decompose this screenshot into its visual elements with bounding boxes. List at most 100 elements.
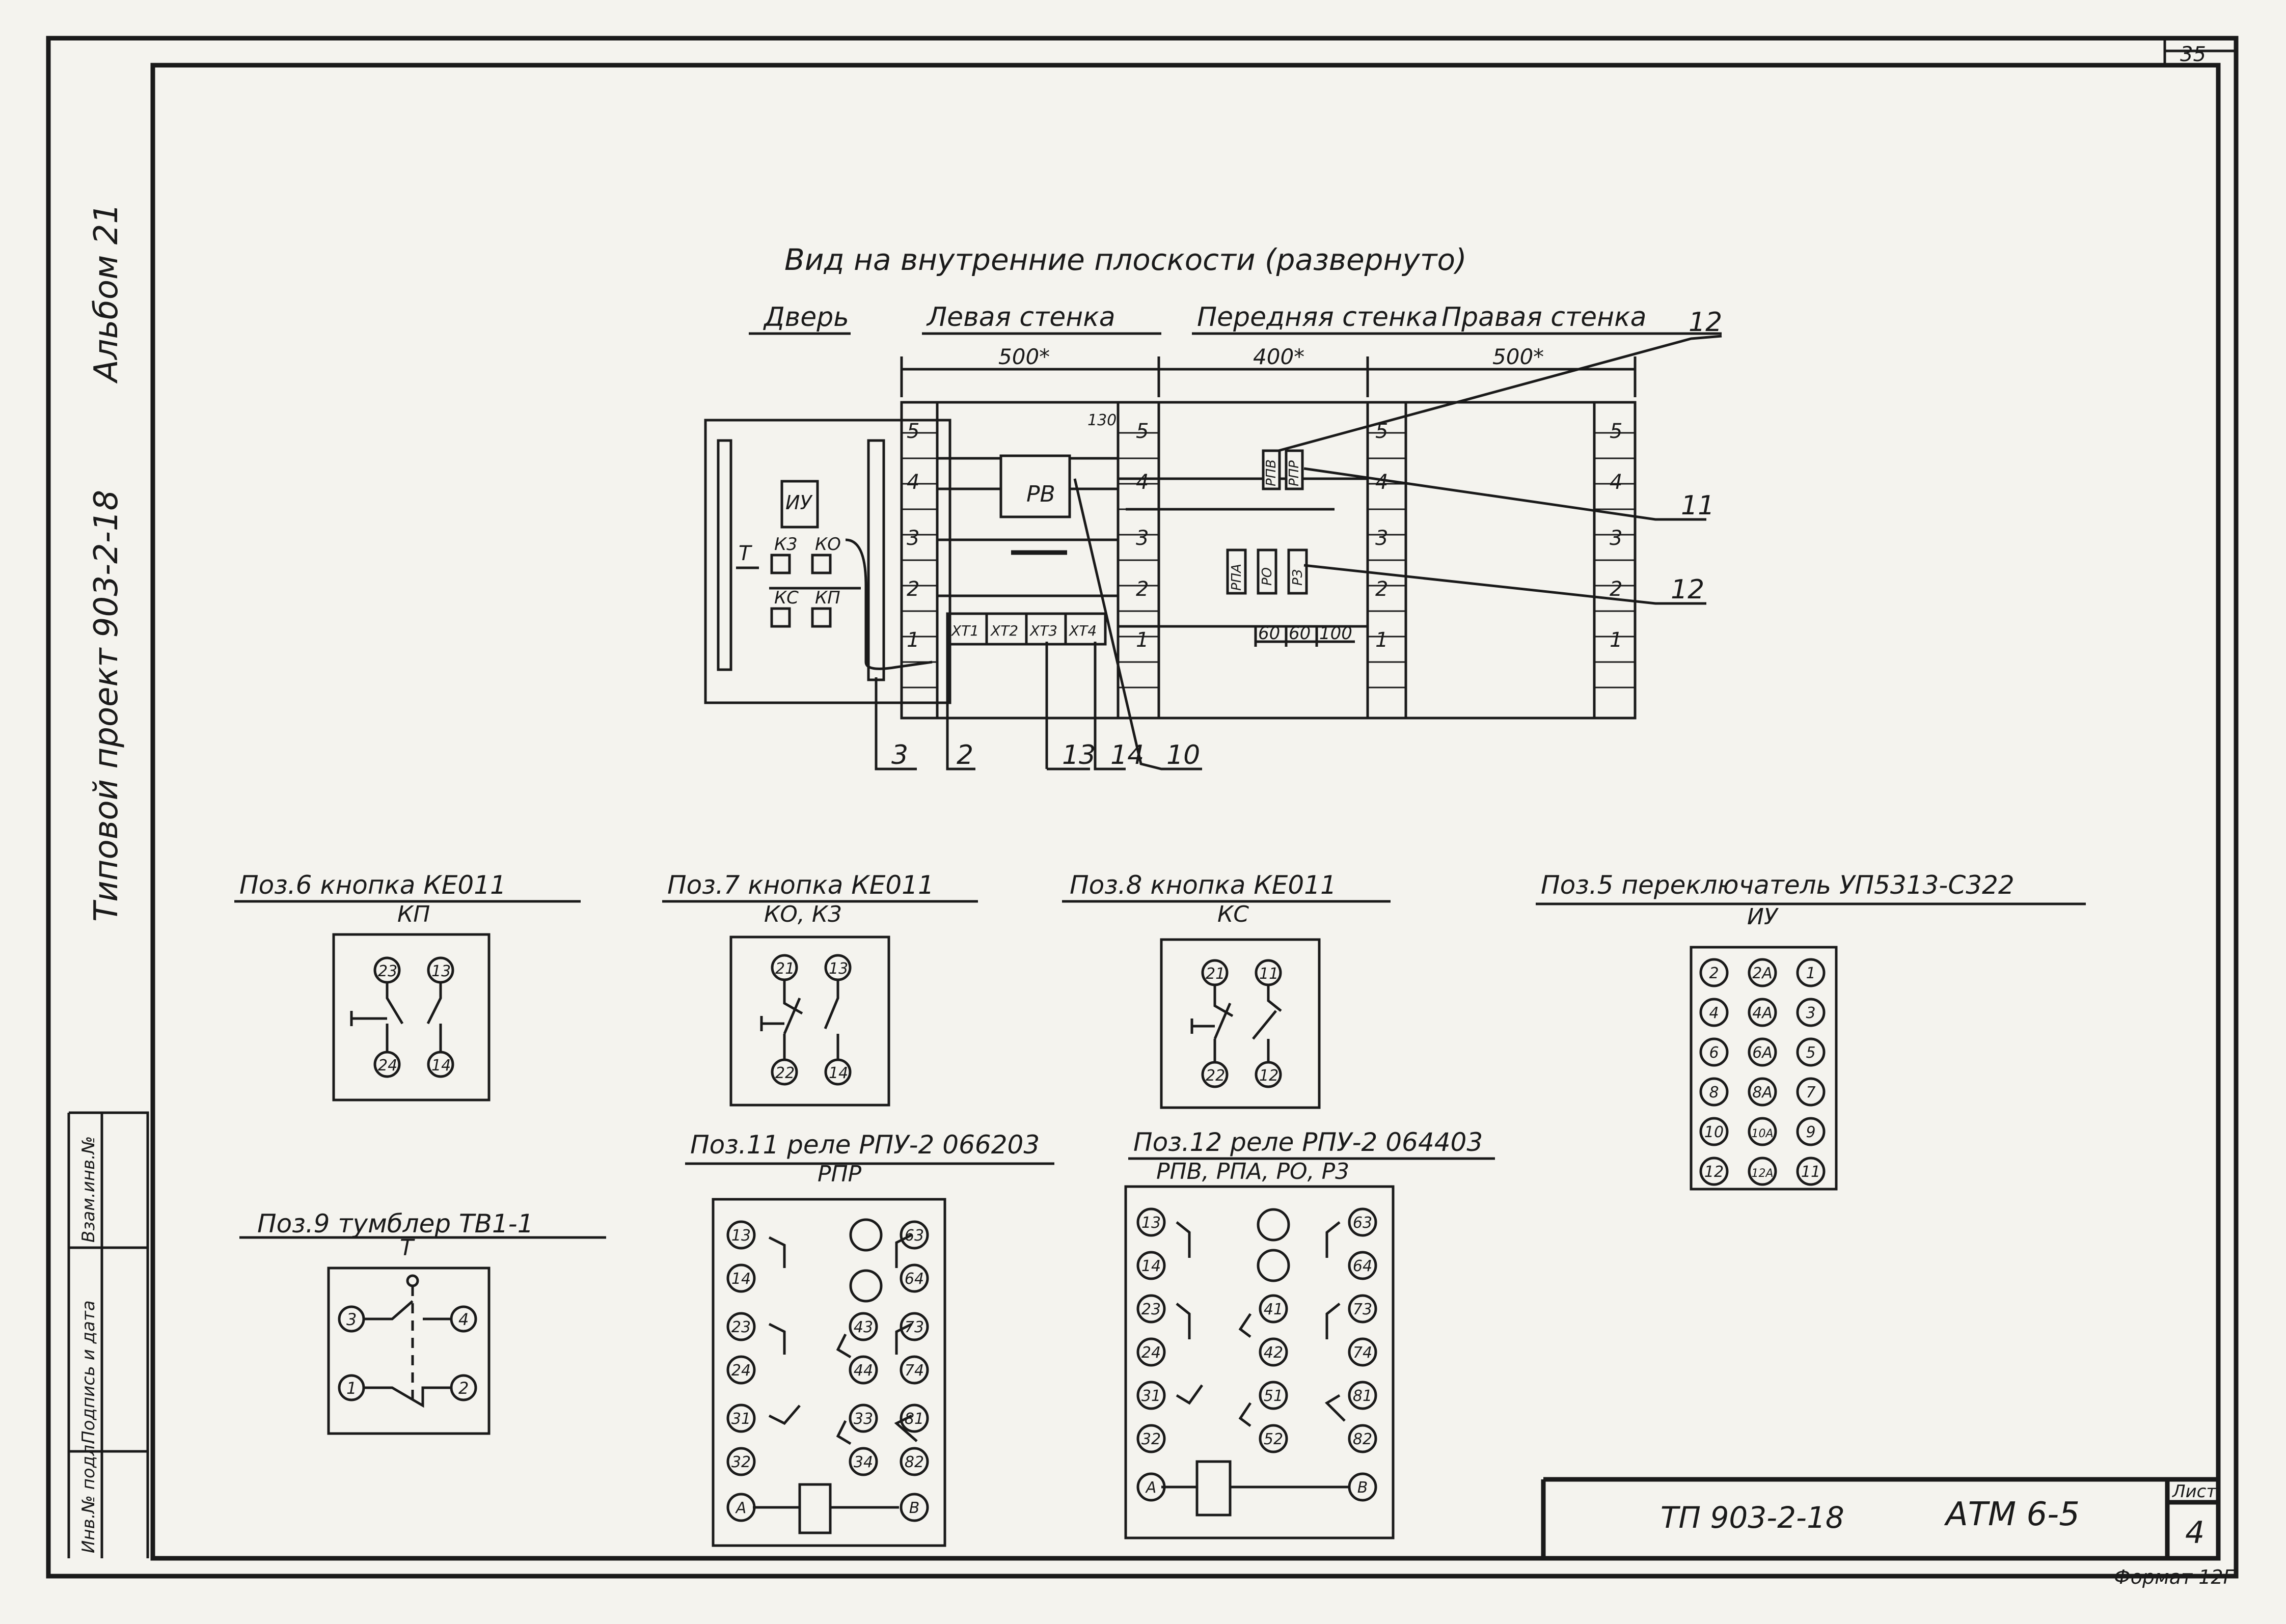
pos9-pin-2: 2 bbox=[458, 1379, 469, 1398]
pos8-housing bbox=[1160, 938, 1321, 1109]
scale-number: 4 bbox=[1375, 471, 1388, 494]
k3-label: К3 bbox=[774, 534, 798, 555]
pos11-hole-top bbox=[849, 1218, 883, 1252]
pos12-pin-circle bbox=[1136, 1294, 1166, 1324]
pos5-pin-circle bbox=[1748, 998, 1777, 1027]
pos12-pin-circle bbox=[1259, 1381, 1288, 1410]
pos5-pin-circle bbox=[1699, 1117, 1729, 1146]
relay-rz bbox=[1287, 548, 1308, 595]
scale-number: 2 bbox=[1610, 577, 1622, 601]
pos12-pin-label: 52 bbox=[1264, 1430, 1283, 1448]
stamp-field-sign: Подпись и дата bbox=[78, 1300, 99, 1444]
scale-number: 3 bbox=[907, 527, 919, 550]
section-door: Дверь bbox=[763, 302, 849, 333]
pos12-pin-circle bbox=[1136, 1207, 1166, 1237]
pos11-pin-label: A bbox=[735, 1499, 747, 1517]
section-front-wall: Передняя стенка bbox=[1197, 302, 1438, 333]
pos12-pin-label: 24 bbox=[1141, 1344, 1161, 1362]
pos5-pin-circle bbox=[1748, 1037, 1777, 1067]
pos9-pin-4: 4 bbox=[458, 1310, 469, 1329]
pos11-pin-circle bbox=[726, 1447, 756, 1476]
ko-label: КО bbox=[815, 534, 841, 555]
left-stamp: Инв.№ подл. Подпись и дата Взам.инв.№ bbox=[67, 1111, 149, 1558]
pos5-subtitle: ИУ bbox=[1747, 904, 1779, 930]
pos12-pin-circle bbox=[1259, 1294, 1288, 1324]
pos5-pin-circle bbox=[1748, 1117, 1777, 1146]
dim-front-wall: 400* bbox=[1253, 344, 1304, 369]
pos11-pin-circle bbox=[900, 1493, 929, 1522]
pos5-pin-label: 9 bbox=[1806, 1123, 1815, 1141]
pos11-pin-label: 14 bbox=[731, 1270, 751, 1288]
page-corner-number: 35 bbox=[2180, 43, 2206, 66]
side-project-title: Типовой проект 903-2-18 bbox=[88, 490, 125, 922]
detail-pos7: Поз.7 кнопка КЕ011 КО, К3 21 13 22 14 bbox=[662, 870, 978, 1107]
pos5-pin-label: 10 bbox=[1704, 1123, 1724, 1141]
pos6-title: Поз.6 кнопка КЕ011 bbox=[239, 870, 506, 900]
layout-view-title: Вид на внутренние плоскости (развернуто) bbox=[784, 242, 1467, 277]
pos11-title: Поз.11 реле РПУ-2 066203 bbox=[690, 1130, 1040, 1160]
scale-number: 1 bbox=[1375, 628, 1388, 652]
pos5-housing bbox=[1690, 946, 1838, 1191]
pos7-pin-22: 22 bbox=[775, 1064, 795, 1082]
scale-number: 1 bbox=[1610, 628, 1622, 652]
pos12-pin-circle bbox=[1348, 1294, 1377, 1324]
pos11-pin-circle bbox=[726, 1403, 756, 1433]
detail-pos8: Поз.8 кнопка КЕ011 КС 21 11 22 12 bbox=[1062, 870, 1391, 1109]
relay-rpv bbox=[1262, 449, 1281, 490]
scale-number: 1 bbox=[907, 628, 919, 652]
pos11-hole-bottom bbox=[849, 1269, 883, 1303]
pos5-pin-circle bbox=[1796, 1117, 1826, 1146]
scale-number: 2 bbox=[1375, 577, 1388, 601]
pos7-pin-21: 21 bbox=[775, 960, 795, 978]
scale-number: 2 bbox=[907, 577, 919, 601]
pos12-hole-top bbox=[1257, 1208, 1290, 1242]
pos5-pin-circle bbox=[1796, 998, 1826, 1027]
terminal-xt2: ХТ2 bbox=[990, 622, 1018, 639]
pos12-pin-label: 41 bbox=[1264, 1301, 1283, 1318]
pos11-subtitle: РПР bbox=[818, 1161, 862, 1187]
relay-rpv-label: РПВ bbox=[1264, 459, 1279, 486]
pos5-pin-label: 8 bbox=[1709, 1084, 1719, 1102]
pos6-pin-13: 13 bbox=[431, 962, 451, 980]
scale-right-wall: 5 4 3 2 1 bbox=[1610, 420, 1622, 652]
spacing-100: 100 bbox=[1319, 623, 1352, 644]
scale-number: 5 bbox=[907, 420, 919, 443]
pos5-pin-label: 12А bbox=[1751, 1167, 1773, 1180]
scale-number: 4 bbox=[1136, 471, 1149, 494]
pos11-pin-label: 74 bbox=[905, 1362, 924, 1380]
pos12-pin-label: 14 bbox=[1141, 1257, 1161, 1275]
pos12-pin-label: 23 bbox=[1141, 1301, 1161, 1318]
pos5-pin-label: 4 bbox=[1709, 1004, 1719, 1022]
pos11-housing bbox=[712, 1198, 946, 1547]
pos5-title: Поз.5 переключатель УП5313-С322 bbox=[1541, 870, 2015, 900]
pos12-pin-circle bbox=[1259, 1424, 1288, 1453]
scale-left-wall: 5 4 3 2 1 bbox=[907, 420, 919, 652]
callout-14: 14 bbox=[1110, 740, 1144, 770]
button-ko bbox=[811, 554, 832, 574]
pos12-pin-label: 42 bbox=[1264, 1344, 1283, 1362]
stamp-field-inv: Инв.№ подл. bbox=[78, 1439, 99, 1553]
relay-rv-label: РВ bbox=[1026, 481, 1055, 507]
pos7-subtitle: КО, К3 bbox=[764, 901, 842, 927]
pos12-hole-bottom bbox=[1257, 1249, 1290, 1282]
callout-10: 10 bbox=[1166, 740, 1200, 770]
pos12-pin-circle bbox=[1348, 1251, 1377, 1280]
pos11-pin-label: 31 bbox=[731, 1410, 751, 1428]
pos5-pin-label: 2 bbox=[1709, 965, 1719, 982]
pos9-housing bbox=[327, 1267, 491, 1435]
pos7-pin-14: 14 bbox=[829, 1064, 848, 1082]
pos11-pin-label: B bbox=[909, 1499, 920, 1517]
dim-130: 130 bbox=[1087, 411, 1117, 429]
callout-13: 13 bbox=[1062, 740, 1096, 770]
pos12-pin-circle bbox=[1348, 1207, 1377, 1237]
pos5-pin-circle bbox=[1699, 998, 1729, 1027]
pos11-pin-circle bbox=[849, 1312, 878, 1341]
door-outline bbox=[704, 419, 951, 704]
pos6-pin-14: 14 bbox=[431, 1057, 451, 1075]
pos11-pin-circle bbox=[900, 1312, 929, 1341]
pos5-pin-circle bbox=[1748, 1157, 1777, 1186]
pos11-pin-circle bbox=[900, 1220, 929, 1250]
pos11-pin-circle bbox=[900, 1403, 929, 1433]
layout-view: Вид на внутренние плоскости (развернуто)… bbox=[704, 242, 1722, 770]
